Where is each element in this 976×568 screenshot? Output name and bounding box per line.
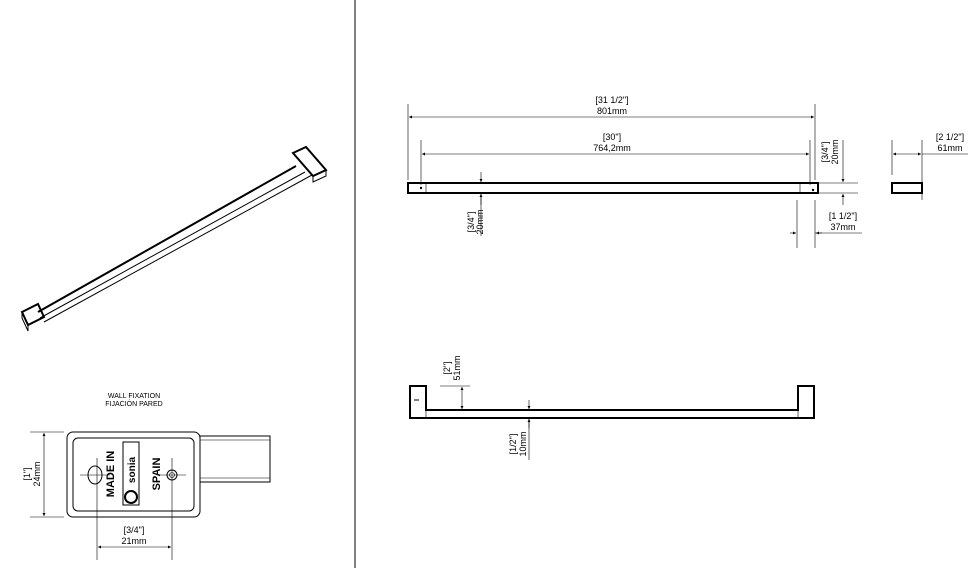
front-view: [2"] 51mm [1/2"] 10mm (409, 355, 815, 460)
stamp-spain: SPAIN (151, 458, 163, 491)
wall-fixation-title: WALL FIXATION (108, 393, 160, 400)
end-width-inches: [1 1/2"] (829, 211, 857, 221)
overall-length-mm: 801mm (597, 106, 627, 116)
overall-length-inches: [31 1/2"] (595, 95, 628, 105)
projection-mm: 51mm (452, 355, 462, 380)
depth-mm: 61mm (937, 143, 962, 153)
isometric-view (20, 145, 328, 332)
center-distance-inches: [30"] (603, 132, 621, 142)
fixation-height-inches: [1"] (22, 467, 32, 480)
fixation-height-mm: 24mm (32, 461, 42, 486)
end-height-mm: 20mm (830, 139, 840, 164)
thickness-mm: 10mm (518, 431, 528, 456)
wall-fixation-detail: WALL FIXATION FIJACIÓN PARED MADE IN son… (22, 393, 271, 560)
stamp-made-in: MADE IN (105, 451, 117, 498)
thickness-inches: [1/2"] (508, 434, 518, 455)
bar-height-mm: 20mm (475, 209, 485, 234)
wall-fixation-title-es: FIJACIÓN PARED (105, 399, 162, 408)
end-width-mm: 37mm (830, 222, 855, 232)
fixation-spacing-mm: 21mm (121, 536, 146, 546)
projection-inches: [2"] (442, 361, 452, 374)
end-height-inches: [3/4"] (820, 142, 830, 163)
fixation-spacing-inches: [3/4"] (124, 525, 145, 535)
end-view: [2 1/2"] 61mm (891, 132, 968, 200)
top-view: [31 1/2"] 801mm [30"] 764,2mm [3/4"] 20m… (407, 95, 862, 248)
stamp-brand-logo: sonia (127, 457, 138, 484)
depth-inches: [2 1/2"] (936, 132, 964, 142)
bar-height-inches: [3/4"] (466, 212, 476, 233)
center-distance-mm: 764,2mm (593, 143, 631, 153)
